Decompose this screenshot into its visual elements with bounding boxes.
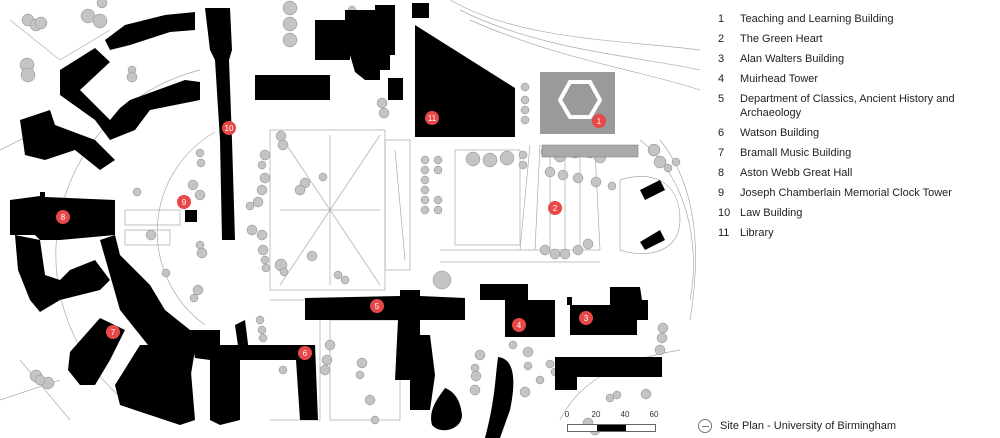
alan-walters-building [567,287,648,335]
legend-number: 10 [718,207,731,219]
svg-text:8: 8 [61,213,66,222]
svg-text:5: 5 [375,302,380,311]
legend-number: 11 [718,227,730,239]
legend-item: 2 The Green Heart [718,32,998,46]
legend-item: 6 Watson Building [718,126,998,140]
scale-tick-20: 20 [591,410,601,419]
legend-number: 2 [718,33,725,45]
svg-text:2: 2 [553,204,558,213]
legend-label: Bramall Music Building [740,147,852,159]
legend-item: 11 Library [718,226,998,240]
muirhead-tower [480,284,555,337]
legend-label: Aston Webb Great Hall [740,167,853,179]
scale-tick-0: 0 [564,410,570,419]
marker-7: 7 [106,325,120,339]
scale-bar: 0 20 40 60 [560,410,670,434]
map-caption: Site Plan - University of Birmingham [698,419,896,433]
legend-number: 8 [718,167,725,179]
legend-label: Joseph Chamberlain Memorial Clock Tower [740,187,952,199]
scale-tick-60: 60 [649,410,659,419]
legend-number: 9 [718,187,725,199]
legend-item: 8 Aston Webb Great Hall [718,166,998,180]
svg-text:1: 1 [597,117,602,126]
marker-10: 10 [222,121,236,135]
marker-2: 2 [548,201,562,215]
building-markers: 1 2 3 4 5 6 7 8 9 10 11 [56,111,606,360]
caption-text: Site Plan - University of Birmingham [720,420,897,432]
watson-building [190,330,318,425]
legend-number: 5 [718,93,725,105]
svg-text:9: 9 [182,198,187,207]
legend-number: 7 [718,147,725,159]
legend-number: 1 [718,13,725,25]
marker-3: 3 [579,311,593,325]
marker-6: 6 [298,346,312,360]
library [415,25,515,137]
svg-text:7: 7 [111,328,116,337]
legend-label: The Green Heart [740,33,823,45]
legend-item: 5 Department of Classics, Ancient History… [718,92,998,120]
marker-5: 5 [370,299,384,313]
legend-label: Teaching and Learning Building [740,13,894,25]
legend-item: 4 Muirhead Tower [718,72,998,86]
legend-label: Watson Building [740,127,820,139]
legend-number: 3 [718,53,725,65]
legend-item: 10 Law Building [718,206,998,220]
svg-text:6: 6 [303,349,308,358]
svg-text:11: 11 [428,114,437,123]
legend-item: 1 Teaching and Learning Building [718,12,998,26]
legend-label: Law Building [740,207,803,219]
marker-1: 1 [592,114,606,128]
law-building [205,8,235,240]
legend-label: Muirhead Tower [740,73,819,85]
legend-number: 4 [718,73,725,85]
legend: 1 Teaching and Learning Building 2 The Gree… [718,12,998,246]
scale-tick-40: 40 [620,410,630,419]
legend-item: 3 Alan Walters Building [718,52,998,66]
marker-4: 4 [512,318,526,332]
legend-label: Department of Classics, Ancient History … [740,93,955,119]
scale-graphic [567,424,656,432]
legend-number: 6 [718,127,725,139]
svg-text:3: 3 [584,314,589,323]
site-plan-map: 1 2 3 4 5 6 7 8 9 10 11 [0,0,700,438]
marker-8: 8 [56,210,70,224]
north-arrow-icon [698,419,712,433]
svg-text:4: 4 [517,321,522,330]
legend-item: 9 Joseph Chamberlain Memorial Clock Tower [718,186,998,200]
legend-item: 7 Bramall Music Building [718,146,998,160]
marker-11: 11 [425,111,439,125]
buildings [10,3,665,438]
svg-text:10: 10 [225,124,234,133]
legend-label: Library [740,227,774,239]
legend-label: Alan Walters Building [740,53,845,65]
classics-department [305,290,465,410]
teaching-learning-building [540,72,639,158]
marker-9: 9 [177,195,191,209]
